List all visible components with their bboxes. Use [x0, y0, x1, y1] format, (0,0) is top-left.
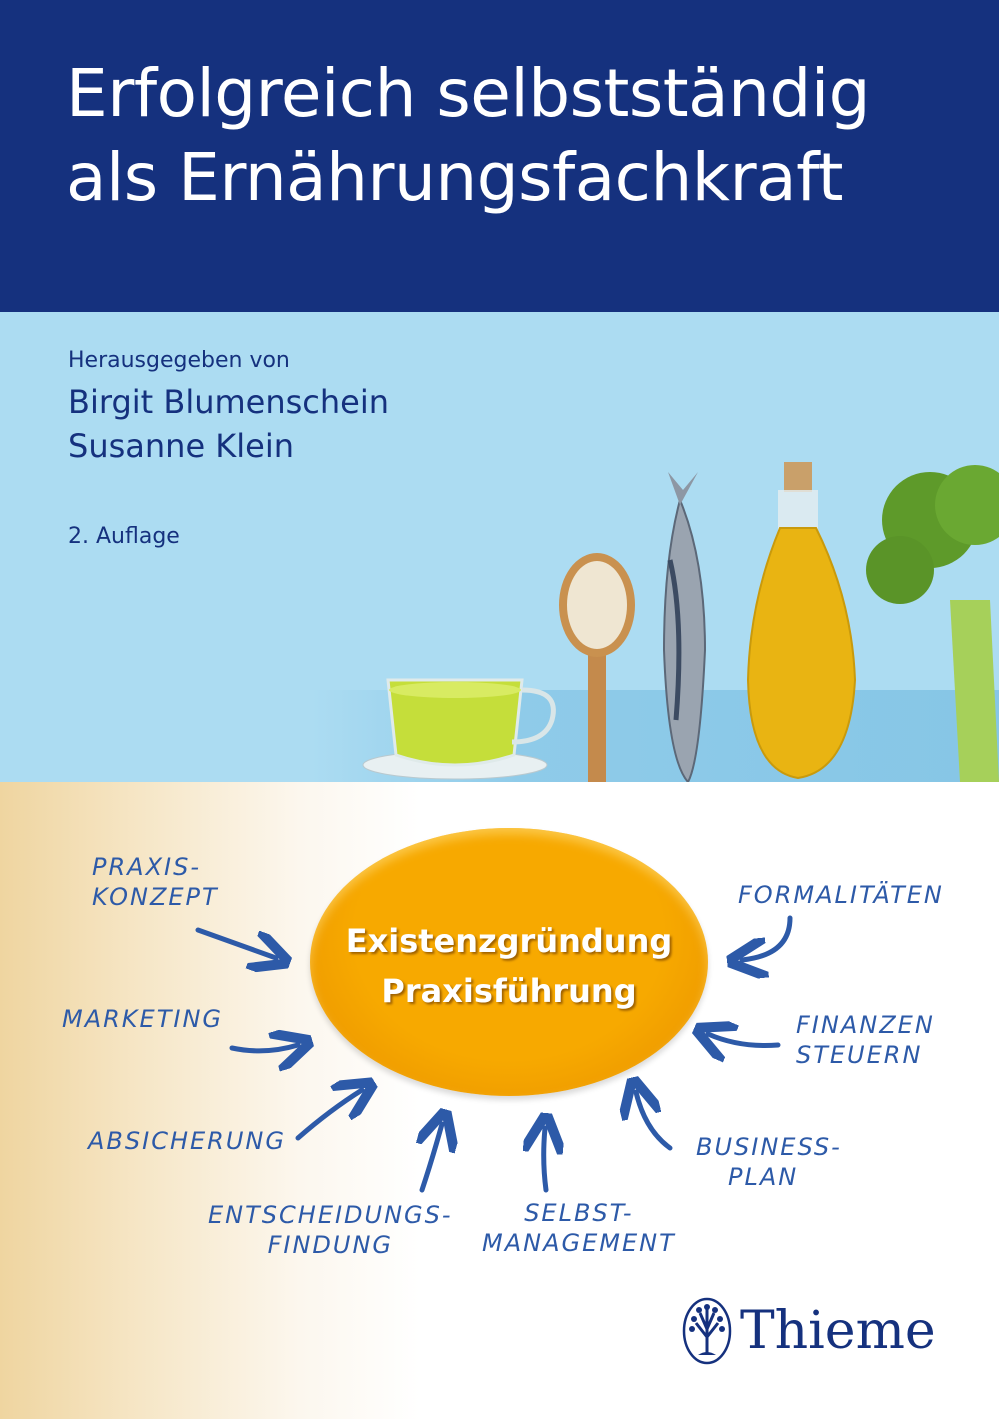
spoon-icon	[559, 553, 635, 782]
center-line-2: Praxisführung	[381, 972, 637, 1010]
publisher-logo: Thieme	[682, 1297, 936, 1365]
topic-marketing: MARKETING	[62, 1005, 223, 1033]
editors-label: Herausgegeben von	[68, 348, 290, 373]
arrow-icon	[544, 1128, 546, 1193]
title-line-2: als Ernährungsfachkraft	[66, 139, 844, 216]
center-ellipse	[310, 828, 708, 1096]
topic-praxiskonzept: PRAXIS-KONZEPT	[92, 853, 219, 911]
topic-entscheidungsfindung: ENTSCHEIDUNGS-FINDUNG	[208, 1201, 453, 1259]
center-line-1: Existenzgründung	[345, 922, 673, 960]
arrow-icon	[708, 1034, 781, 1046]
topic-absicherung: ABSICHERUNG	[88, 1127, 286, 1155]
edition: 2. Auflage	[68, 524, 180, 549]
title-band	[0, 0, 999, 312]
arrow-icon	[636, 1092, 673, 1151]
arrow-icon	[229, 1045, 298, 1051]
arrow-icon	[195, 927, 276, 958]
topic-businessplan: BUSINESS-PLAN	[696, 1133, 842, 1191]
arrow-icon	[295, 1090, 362, 1141]
food-illustration	[362, 462, 999, 782]
topic-formalitaeten: FORMALITÄTEN	[738, 881, 944, 909]
editor-name: Birgit Blumenschein	[68, 383, 390, 421]
tea-cup-icon	[362, 678, 556, 780]
arrow-icon	[742, 915, 793, 960]
arrow-icon	[422, 1124, 442, 1193]
oil-bottle-icon	[746, 462, 857, 780]
topic-selbstmanagement: SELBST-MANAGEMENT	[482, 1199, 676, 1257]
broccoli-icon	[866, 465, 999, 782]
editor-name: Susanne Klein	[68, 427, 295, 465]
title-line-1: Erfolgreich selbstständig	[66, 55, 871, 132]
publisher-name: Thieme	[740, 1301, 936, 1361]
fish-icon	[662, 472, 707, 782]
tree-icon	[682, 1297, 732, 1365]
